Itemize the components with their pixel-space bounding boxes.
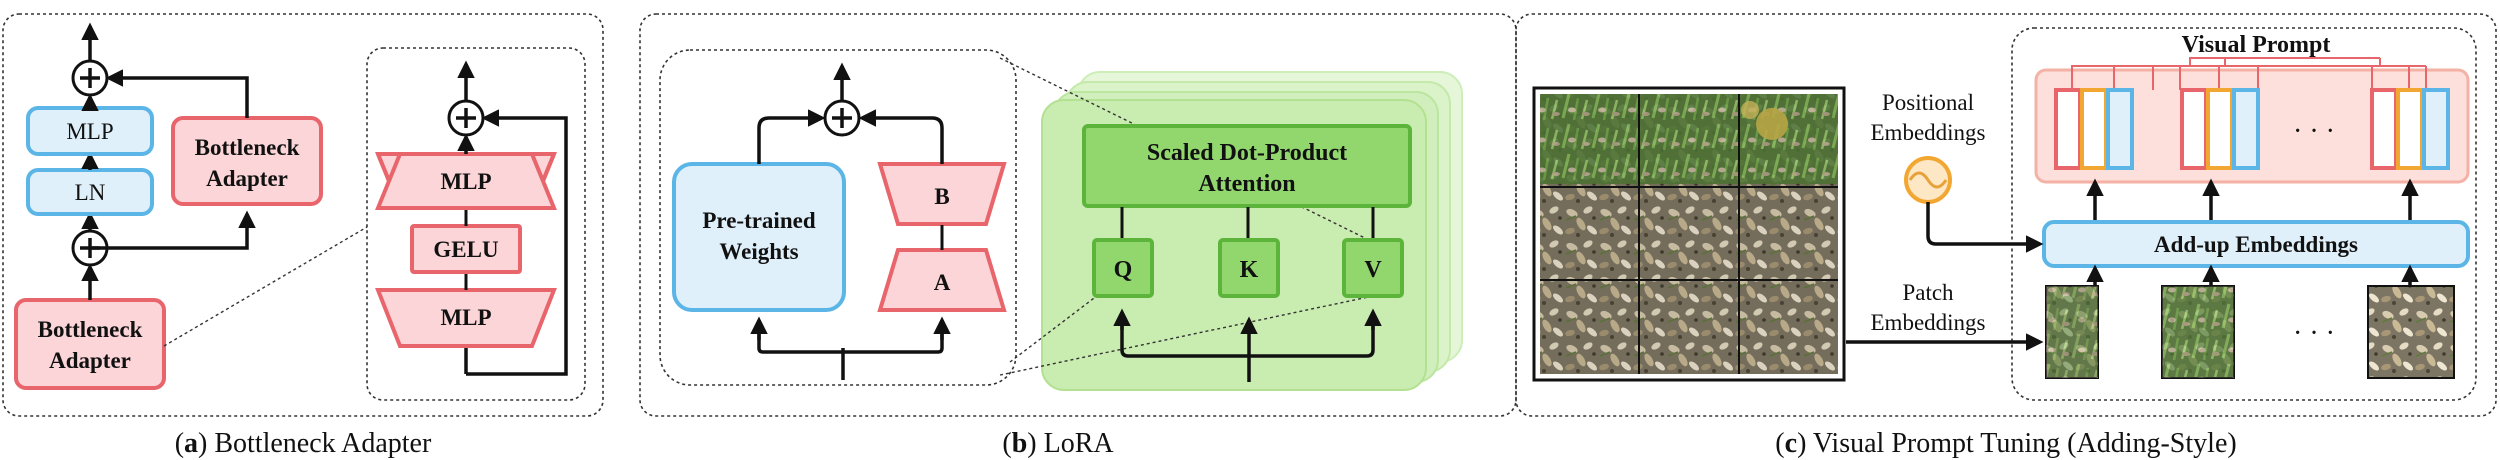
b-to-add — [858, 109, 944, 164]
ellipsis-bottom: · · · — [2293, 318, 2335, 349]
bottleneck-adapter-top — [171, 116, 323, 206]
prompt-token — [2232, 88, 2260, 170]
caption-a: (a) Bottleneck Adapter — [175, 428, 432, 459]
patch-thumb — [2046, 286, 2098, 378]
attention-block — [1082, 124, 1412, 208]
adapter-top-label-2: Adapter — [206, 166, 288, 191]
detail-skip — [466, 109, 568, 376]
prompt-token — [2206, 88, 2234, 170]
prompt-token — [2080, 88, 2108, 170]
lora-a-label: A — [934, 270, 951, 295]
detail-mlp-bottom-label: MLP — [440, 305, 491, 330]
caption-b: (b) LoRA — [1002, 428, 1114, 459]
plus-icon — [832, 108, 852, 128]
panel-a: Bottleneck Adapter LN MLP Bottleneck Ada… — [2, 13, 604, 459]
k-block — [1218, 238, 1280, 298]
plus-icon — [80, 68, 100, 88]
panel-b: Scaled Dot-Product Attention Q K V Pre-t… — [639, 13, 1517, 459]
lora-b — [877, 162, 1007, 226]
patch-thumb — [2367, 285, 2455, 379]
detail-mlp-top-shape — [375, 152, 557, 210]
plus-icon — [456, 108, 476, 128]
prompt-token — [2422, 88, 2450, 170]
lora-input — [757, 326, 944, 380]
prompt-region-box — [2011, 27, 2477, 401]
q-block — [1092, 238, 1154, 298]
pretrained-label-1: Pre-trained — [702, 208, 815, 233]
detail-gelu-label: GELU — [433, 237, 499, 262]
prompt-token — [2396, 88, 2424, 170]
patch-thumb — [2162, 286, 2234, 378]
attention-label-2: Attention — [1198, 171, 1295, 197]
k-label: K — [1240, 257, 1259, 283]
positional-label-2: Embeddings — [1871, 120, 1986, 145]
prompt-token — [2370, 88, 2398, 170]
v-label: V — [1364, 257, 1382, 283]
positional-label-1: Positional — [1882, 90, 1974, 115]
panel-c: Visual Prompt · · · Add-up Embeddings · … — [1515, 13, 2497, 459]
zoom-line — [163, 226, 368, 347]
prompt-token — [2106, 88, 2134, 170]
prompt-token — [2054, 88, 2082, 170]
patch-label-2: Embeddings — [1871, 310, 1986, 335]
addup-embeddings — [2042, 220, 2470, 268]
input-image — [1532, 86, 1846, 382]
q-label: Q — [1114, 257, 1133, 283]
ln-label: LN — [75, 180, 106, 205]
ellipsis-top: · · · — [2293, 116, 2335, 147]
adapter-top-label-1: Bottleneck — [195, 135, 300, 160]
panel-b-border — [639, 13, 1517, 417]
detail-mlp-top-label: MLP — [440, 169, 491, 194]
v-block — [1342, 238, 1404, 298]
positional-arrow — [1926, 202, 2044, 253]
residual-path — [90, 210, 256, 250]
adapter-bottom-label-1: Bottleneck — [38, 317, 143, 342]
attention-label-1: Scaled Dot-Product — [1147, 140, 1347, 166]
visual-prompt-title: Visual Prompt — [2182, 32, 2331, 58]
panel-a-border — [2, 13, 604, 417]
lora-b-label: B — [934, 184, 949, 209]
adapter-bottom-label-2: Adapter — [49, 348, 131, 373]
bottleneck-adapter-bottom — [14, 298, 166, 390]
pretrained-to-add — [757, 109, 826, 164]
patch-label-1: Patch — [1902, 280, 1954, 305]
addup-label: Add-up Embeddings — [2154, 232, 2358, 257]
adapter-detail-box — [366, 47, 586, 401]
panel-c-border — [1515, 13, 2497, 417]
prompt-token — [2180, 88, 2208, 170]
pretrained-weights — [672, 162, 846, 312]
zoom-line — [1009, 291, 1103, 363]
adapter-to-add — [105, 69, 249, 118]
lora-a — [877, 248, 1007, 312]
mlp-label: MLP — [66, 119, 113, 144]
pretrained-label-2: Weights — [719, 239, 798, 264]
sine-icon — [1908, 171, 1948, 189]
qkv-split — [1120, 314, 1375, 358]
prompt-bracket-ticks — [2071, 65, 2427, 90]
detail-mlp-bottom — [375, 288, 557, 348]
caption-c: (c) Visual Prompt Tuning (Adding-Style) — [1775, 428, 2236, 459]
